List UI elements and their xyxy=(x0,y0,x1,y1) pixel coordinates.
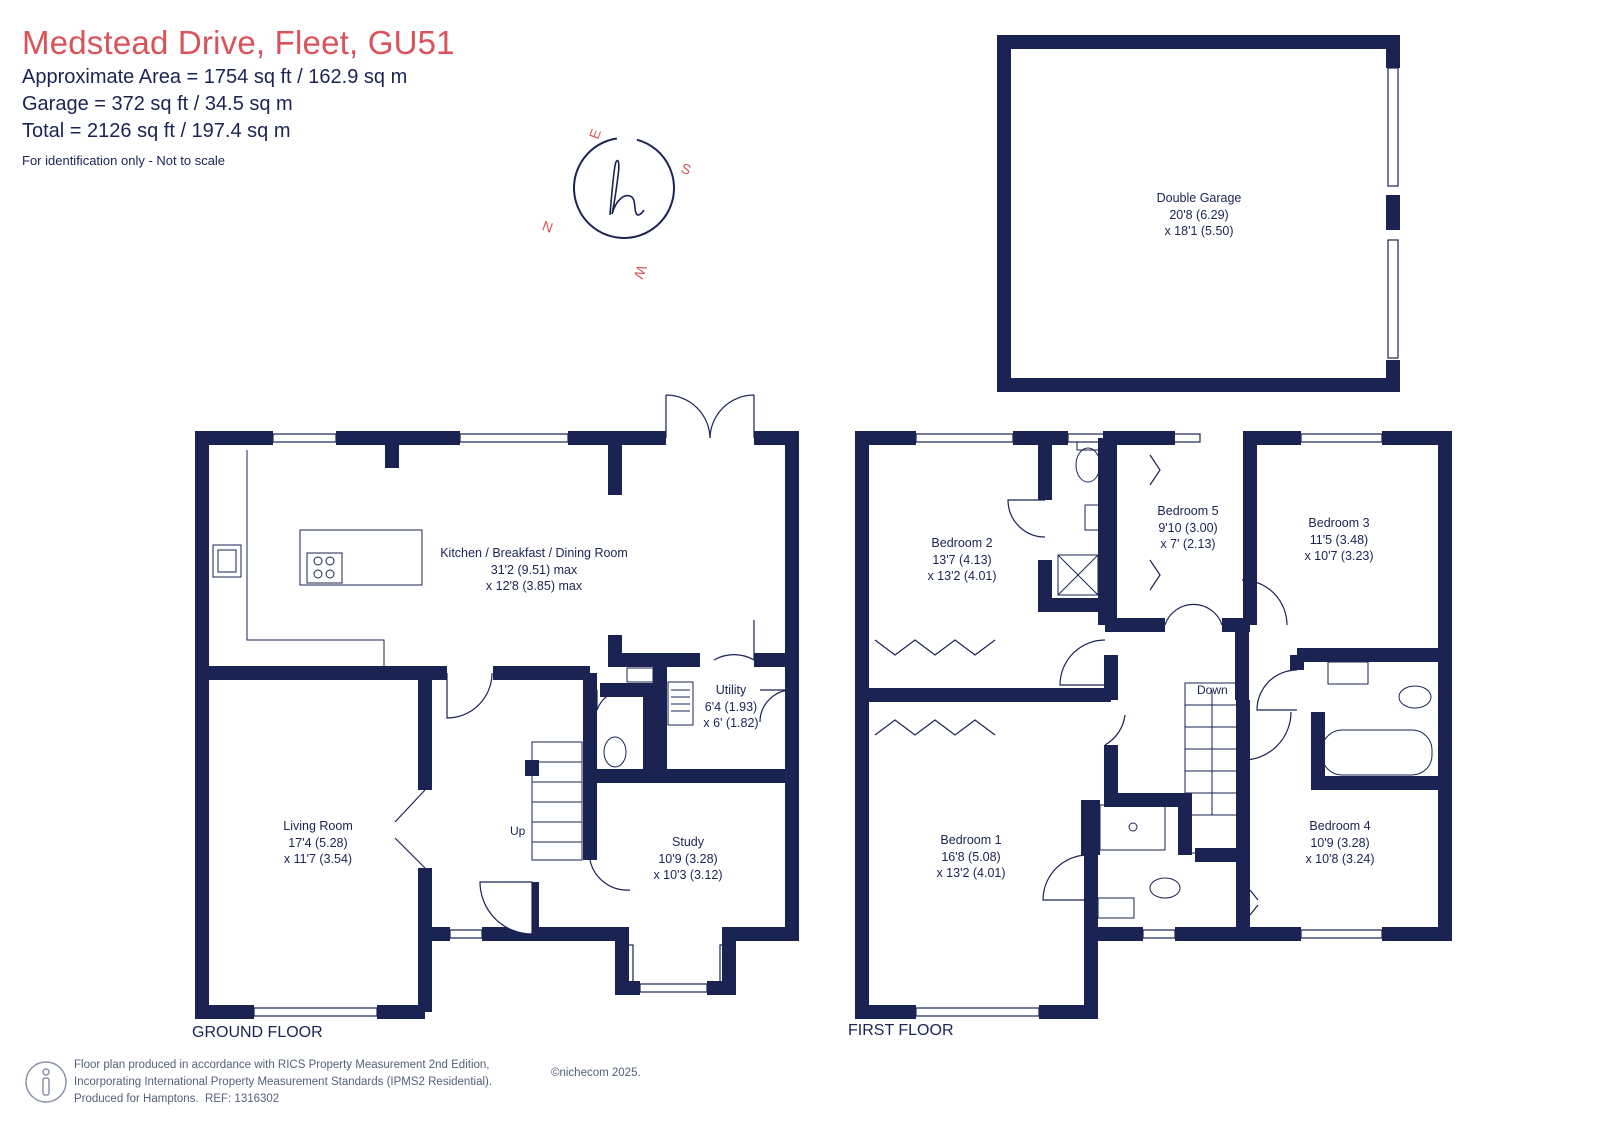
ground-floor-walls xyxy=(195,431,799,1019)
page-title: Medstead Drive, Fleet, GU51 xyxy=(22,24,455,61)
garage-walls xyxy=(997,35,1400,392)
info-person-icon xyxy=(25,1061,67,1103)
compass-s-label: S xyxy=(679,160,693,178)
stairs-up-label: Up xyxy=(510,824,526,838)
identification-note: For identification only - Not to scale xyxy=(22,153,226,168)
first-floor-walls xyxy=(855,431,1452,1019)
garage-area: Garage = 372 sq ft / 34.5 sq m xyxy=(22,93,293,115)
footer-line-3: Produced for Hamptons. REF: 1316302 xyxy=(74,1091,279,1108)
first-floor-fixtures xyxy=(1057,441,1433,919)
garage-doors xyxy=(1387,67,1399,359)
approximate-area: Approximate Area = 1754 sq ft / 162.9 sq… xyxy=(22,66,408,88)
ground-floor-windows xyxy=(253,433,729,1017)
stairs-down-label: Down xyxy=(1197,683,1228,697)
ground-floor-fixtures xyxy=(212,450,694,861)
compass-rose xyxy=(573,137,675,239)
first-floor-label: FIRST FLOOR xyxy=(848,1022,954,1039)
footer-line-2: Incorporating International Property Mea… xyxy=(74,1076,493,1088)
compass-n-label: N xyxy=(540,218,555,236)
ground-floor-label: GROUND FLOOR xyxy=(192,1024,323,1041)
first-floor-windows xyxy=(915,433,1450,1017)
compass-e-label: E xyxy=(586,127,604,141)
compass-w-label: W xyxy=(630,263,650,282)
footer-line-1: Floor plan produced in accordance with R… xyxy=(74,1059,490,1071)
footer-ref: REF: 1316302 xyxy=(205,1093,280,1105)
first-floor-doors xyxy=(874,454,1298,916)
ground-floor-doors xyxy=(394,394,793,935)
copyright: ©nichecom 2025. xyxy=(551,1067,641,1079)
footer-produced-for: Produced for Hamptons. xyxy=(74,1093,199,1105)
total-area: Total = 2126 sq ft / 197.4 sq m xyxy=(22,120,291,142)
